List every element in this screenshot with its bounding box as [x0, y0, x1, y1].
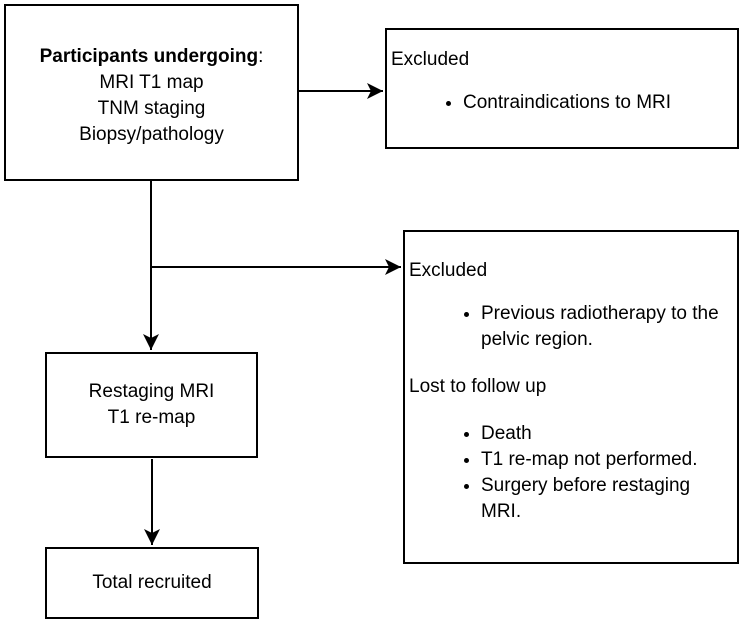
lost-bullet-death: Death [481, 421, 729, 447]
lost-to-follow-up-bullet-list: Death T1 re-map not performed. Surgery b… [409, 421, 729, 525]
excluded-initial-box: Excluded Contraindications to MRI [385, 28, 739, 149]
participants-heading: Participants undergoing: [6, 44, 297, 70]
excluded-initial-bullet: Contraindications to MRI [463, 90, 729, 116]
participants-line-biopsy: Biopsy/pathology [79, 124, 224, 145]
excluded-followup-title: Excluded [409, 260, 488, 281]
excluded-followup-box: Excluded Previous radiotherapy to the pe… [403, 230, 739, 564]
lost-bullet-surgery: Surgery before restaging MRI. [481, 473, 729, 525]
excluded-initial-bullet-list: Contraindications to MRI [391, 90, 729, 116]
excluded-initial-title: Excluded [391, 49, 470, 70]
total-recruited-box: Total recruited [45, 547, 259, 619]
participants-line-tnm: TNM staging [97, 98, 206, 119]
participants-heading-text: Participants undergoing [39, 46, 259, 67]
participants-box: Participants undergoing: MRI T1 map TNM … [4, 4, 299, 181]
lost-to-follow-up-title: Lost to follow up [409, 376, 547, 397]
excluded-followup-bullet-list: Previous radiotherapy to the pelvic regi… [409, 301, 729, 353]
excluded-followup-bullet: Previous radiotherapy to the pelvic regi… [481, 301, 729, 353]
lost-bullet-remap: T1 re-map not performed. [481, 447, 729, 473]
participants-line-mri: MRI T1 map [99, 72, 204, 93]
restaging-line-2: T1 re-map [107, 407, 196, 428]
restaging-box: Restaging MRI T1 re-map [45, 352, 258, 458]
restaging-line-1: Restaging MRI [88, 381, 215, 402]
total-recruited-label: Total recruited [92, 572, 212, 593]
participants-heading-colon: : [258, 46, 264, 67]
